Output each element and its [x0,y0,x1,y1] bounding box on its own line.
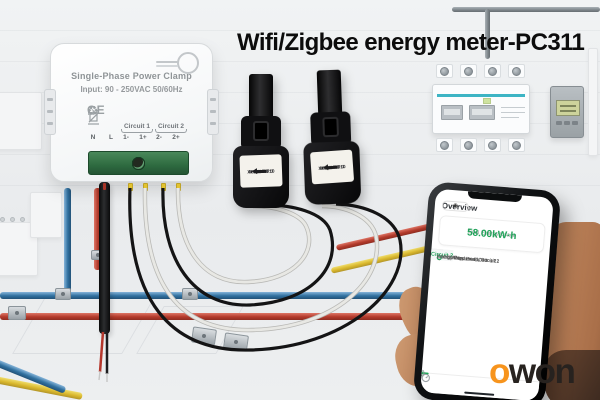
brand-logo: owon [489,352,576,392]
power-clamp-device: Single-Phase Power Clamp Input: 90 - 250… [44,43,219,182]
breaker-terminal [484,64,501,78]
conduit-red-vertical [94,188,101,270]
logo-won: won [508,352,576,391]
reset-keyhole-icon [177,52,199,74]
list-item[interactable]: Energy Produced, Circuit 2 5.50kW·h [430,248,497,265]
device-input-spec: Input: 90 - 250VAC 50/60Hz [80,85,183,94]
breaker-terminal [436,138,453,152]
total-energy-value: 58.00kW·h [466,226,517,242]
cable-trunk [588,48,598,156]
terminal-pin-label: N [90,134,96,141]
wire-ferrule [161,183,166,191]
breaker-terminal [460,64,477,78]
clamp-body: XH-SCT-T10 80A 2000:1 P2P1 [303,141,362,205]
terminal-screw [132,156,145,170]
menu-icon[interactable]: ◉ [452,203,459,210]
smartphone: Overview — ◉ Total Energy Usage 58.00kW·… [412,181,562,400]
breaker-terminal [484,138,501,152]
forearm-shadow [545,350,600,400]
breaker-terminal [508,138,525,152]
timer-module [550,86,584,138]
wire-ferrule [128,183,133,191]
breaker-terminal [436,64,453,78]
circuit1-label: Circuit 1 [117,123,157,133]
conduit-blue-vertical [64,188,71,296]
terminal-pin-label: L [109,134,113,141]
terminal-block [88,151,189,175]
direction-arrow-icon [254,169,267,173]
clamp-label: XH-SCT-T10 80A 2000:1 P2P1 [309,149,355,185]
wall-tile-outline [12,292,158,354]
circuit-breaker [432,84,530,134]
phone-screen: Overview — ◉ Total Energy Usage 58.00kW·… [420,188,554,400]
device-name: Single-Phase Power Clamp [71,71,192,81]
wire-ferrule [143,183,148,191]
breaker-terminal [508,64,525,78]
breaker-terminal [460,138,477,152]
conduit-gray-horizontal [452,7,600,12]
clamp-body: XH-SCT-T10 80A 2000:1 P2P1 [233,146,289,208]
pipe-clamp [8,306,26,320]
power-cable [99,182,110,334]
pipe-clamp [55,288,71,300]
total-energy-card: Total Energy Usage 58.00kW·h [437,215,546,254]
pipe-clamp [182,288,198,300]
conduit-gray-vertical [485,9,490,59]
mounting-ear [44,89,56,135]
junction-box [30,192,62,238]
terminal-pin-label: 1+ [139,134,147,141]
wall-cabinet [0,92,42,150]
window-controls[interactable]: — ◉ [441,200,470,213]
row-value: 5.50kW·h [436,253,459,262]
pipe-clamp [191,326,217,346]
pipe-clamp [223,332,249,352]
logo-o: o [489,352,510,391]
ct-clamp-1: XH-SCT-T10 80A 2000:1 P2P1 [232,74,290,208]
clamp-clip [241,116,281,150]
tab-bar: ⌂ ⚙ [420,367,540,400]
page-title: Wifi/Zigbee energy meter-PC311 [237,29,585,56]
terminal-pin-label: 2+ [172,134,180,141]
reset-keyhole-line [156,61,178,63]
house-icon: ⌂ [87,102,95,118]
recycle-icon: ♻ [87,102,99,118]
mounting-ear [207,89,219,135]
terminal-pin-label: 2- [156,134,162,141]
wire-ferrule [176,183,181,191]
terminal-pin-label: 1- [123,134,129,141]
ct-clamp-2: XH-SCT-T10 80A 2000:1 P2P1 [300,69,363,205]
clamp-label: XH-SCT-T10 80A 2000:1 P2P1 [239,154,283,188]
clamp-strap [249,74,273,122]
circuit2-label: Circuit 2 [151,123,191,133]
